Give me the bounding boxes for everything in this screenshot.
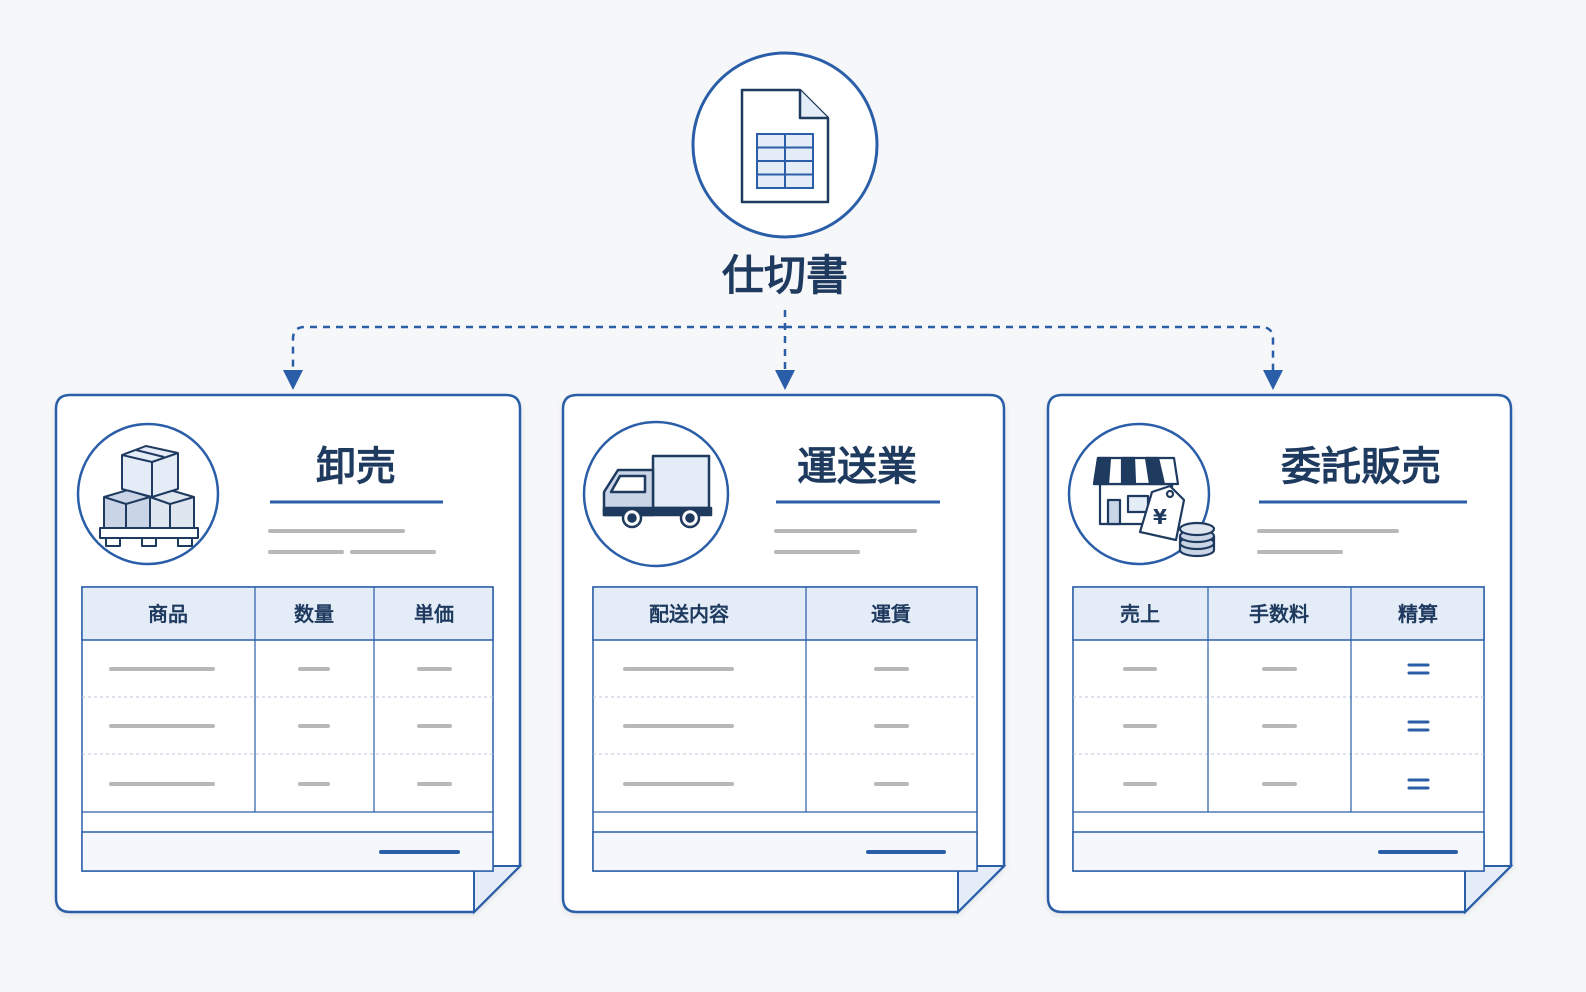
root-node: 仕切書 [691, 51, 879, 300]
consignment-table: 売上 手数料 精算 [1072, 586, 1485, 872]
spreadsheet-document-icon [740, 88, 830, 204]
connector-lines [283, 310, 1283, 390]
column-header-product: 商品 [148, 602, 188, 626]
column-header-delivery-details: 配送内容 [649, 602, 729, 626]
transport-title: 運送業 [797, 444, 917, 490]
column-header-settlement: 精算 [1398, 602, 1438, 626]
table-header [592, 586, 978, 641]
table-placeholder-cells [623, 667, 909, 786]
column-header-quantity: 数量 [294, 602, 334, 626]
wholesale-table: 商品 数量 単価 [81, 586, 494, 872]
root-title: 仕切書 [722, 251, 848, 300]
connector-right [785, 325, 1283, 390]
page-curl-icon [957, 865, 1007, 915]
table-placeholder-cells [1123, 667, 1297, 786]
delivery-truck-icon [602, 454, 713, 529]
transport-table: 配送内容 運賃 [592, 586, 978, 872]
connector-left [283, 325, 785, 390]
table-header [81, 586, 494, 641]
column-header-freight: 運賃 [871, 602, 911, 626]
table-header [1072, 586, 1485, 641]
table-placeholder-cells [109, 667, 452, 786]
storefront-price-tag-coins-icon: ¥ [1092, 456, 1216, 558]
column-header-commission: 手数料 [1249, 602, 1309, 626]
page-curl-icon [473, 865, 523, 915]
page-curl-icon [1464, 865, 1514, 915]
equals-icon [1407, 663, 1430, 790]
column-header-unit-price: 単価 [414, 602, 454, 626]
stacked-boxes-pallet-icon [99, 445, 199, 547]
column-header-sales: 売上 [1120, 602, 1160, 626]
wholesale-title: 卸売 [316, 444, 396, 490]
consignment-title: 委託販売 [1281, 444, 1441, 490]
svg-text:¥: ¥ [1153, 505, 1167, 529]
